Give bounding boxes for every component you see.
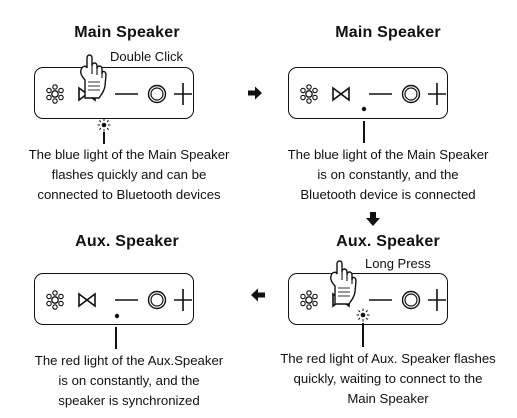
- panel-title: Aux. Speaker: [75, 233, 179, 250]
- plus-icon: [174, 289, 192, 311]
- caption-line: is on constantly, and the: [58, 373, 200, 388]
- light-icon: [46, 84, 64, 104]
- plus-icon: [428, 83, 446, 105]
- double-click-callout: Double Click: [110, 49, 183, 64]
- caption-line: The red light of the Aux.Speaker: [34, 353, 224, 368]
- light-icon: [300, 290, 318, 310]
- steady-led-icon: [114, 313, 120, 319]
- panel-caption: The blue light of the Main Speaker flash…: [0, 145, 258, 205]
- caption-line: Main Speaker: [347, 391, 429, 406]
- power-icon: [147, 84, 167, 104]
- caption-line: The blue light of the Main Speaker: [28, 147, 230, 162]
- caption-line: The blue light of the Main Speaker: [287, 147, 489, 162]
- speaker-control-panel: [34, 67, 194, 119]
- caption-line: flashes quickly and can be: [51, 167, 207, 182]
- down-arrow-icon: [366, 212, 380, 226]
- long-press-callout: Long Press: [365, 256, 431, 271]
- power-icon: [401, 290, 421, 310]
- speaker-control-panel: [288, 273, 448, 325]
- caption-line: Bluetooth device is connected: [300, 187, 476, 202]
- speaker-control-panel: [288, 67, 448, 119]
- caption-line: quickly, waiting to connect to the: [293, 371, 483, 386]
- finger-pointer-icon: [80, 54, 107, 99]
- callout-leader-line: [103, 132, 105, 144]
- plus-icon: [174, 83, 192, 105]
- steady-led-icon: [361, 106, 367, 112]
- panel-caption: The red light of Aux. Speaker flashes qu…: [259, 349, 517, 409]
- power-icon: [401, 84, 421, 104]
- speaker-control-panel: [34, 273, 194, 325]
- light-icon: [300, 84, 318, 104]
- panel-caption: The red light of the Aux.Speaker is on c…: [0, 351, 258, 411]
- caption-line: is on constantly, and the: [317, 167, 459, 182]
- callout-leader-line: [362, 323, 364, 347]
- right-arrow-icon: [248, 86, 262, 100]
- bluetooth-icon: [332, 86, 350, 102]
- light-icon: [46, 290, 64, 310]
- panel-title: Aux. Speaker: [336, 233, 440, 250]
- panel-aux-long-press: Aux. Speaker Long Press: [259, 209, 517, 418]
- finger-pointer-icon: [330, 260, 357, 305]
- panel-caption: The blue light of the Main Speaker is on…: [259, 145, 517, 205]
- left-arrow-icon: [251, 288, 265, 302]
- caption-line: speaker is synchronized: [58, 393, 200, 408]
- callout-leader-line: [363, 121, 365, 143]
- caption-line: The red light of Aux. Speaker flashes: [280, 351, 496, 366]
- panel-main-connected: Main Speaker: [259, 0, 517, 209]
- panel-aux-synchronized: Aux. Speaker: [0, 209, 258, 418]
- bluetooth-icon: [78, 292, 96, 308]
- flashing-led-icon: [97, 118, 111, 132]
- panel-title: Main Speaker: [74, 24, 180, 41]
- panel-title: Main Speaker: [335, 24, 441, 41]
- caption-line: connected to Bluetooth devices: [37, 187, 221, 202]
- flashing-led-icon: [356, 308, 370, 322]
- plus-icon: [428, 289, 446, 311]
- power-icon: [147, 290, 167, 310]
- panel-main-double-click: Main Speaker Double Click: [0, 0, 258, 209]
- callout-leader-line: [115, 327, 117, 349]
